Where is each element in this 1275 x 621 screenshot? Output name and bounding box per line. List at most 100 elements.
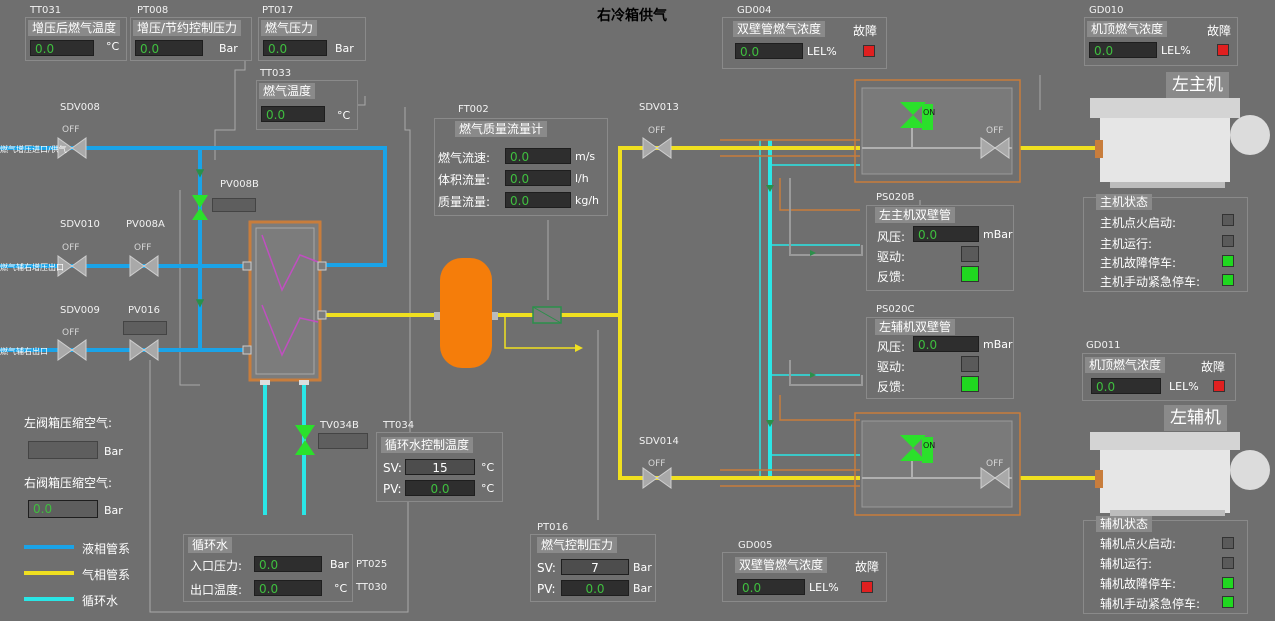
legend-water-label: 循环水 xyxy=(82,594,119,608)
ps020b-drive-indicator[interactable] xyxy=(961,246,979,262)
right-valvebox-air-label: 右阀箱压缩空气: xyxy=(24,476,113,490)
gd005-fault-label: 故障 xyxy=(855,560,880,574)
flow-markers xyxy=(766,185,816,427)
tag-pt017: PT017 xyxy=(262,5,294,16)
legend-liquid-swatch xyxy=(24,545,74,549)
tag-ps020b: PS020B xyxy=(876,192,915,203)
gd010-panel: 机顶燃气浓度 故障 0.0 LEL% xyxy=(1084,17,1238,66)
aux-control-valve-state[interactable]: ON xyxy=(923,441,936,450)
ft002-row-unit: m/s xyxy=(575,150,596,163)
pt017-unit: Bar xyxy=(335,42,354,55)
gd004-value[interactable]: 0.0 xyxy=(735,43,803,59)
right-valvebox-air-value[interactable]: 0.0 xyxy=(28,500,98,518)
ps020c-pressure-value[interactable]: 0.0 xyxy=(913,336,979,352)
pt016-unit: Bar xyxy=(633,582,652,595)
water-inlet-unit: Bar xyxy=(330,558,349,571)
tt031-value[interactable]: 0.0 xyxy=(30,40,94,56)
aux-status-header: 辅机状态 xyxy=(1096,516,1153,532)
water-outlet-temperature[interactable]: 0.0 xyxy=(254,580,322,596)
water-inlet-pressure[interactable]: 0.0 xyxy=(254,556,322,572)
main-status-item: 主机故障停车: xyxy=(1100,256,1177,270)
legend-liquid-label: 液相管系 xyxy=(82,542,131,556)
ps020b-feedback-indicator xyxy=(961,266,979,282)
water-inlet-label: 入口压力: xyxy=(190,559,243,573)
gd005-fault-indicator xyxy=(861,581,873,593)
gd011-unit: LEL% xyxy=(1169,380,1199,393)
tt034-setpoint-input[interactable]: 15 xyxy=(405,459,475,475)
aux-status-item: 辅机手动紧急停车: xyxy=(1100,597,1201,611)
gd005-unit: LEL% xyxy=(809,581,839,594)
left-valvebox-air-value[interactable] xyxy=(28,441,98,459)
main-emergency-stop-indicator xyxy=(1222,274,1234,286)
tag-sdv010: SDV010 xyxy=(60,219,100,230)
sdv013-state[interactable]: OFF xyxy=(648,126,666,136)
gd004-header: 双壁管燃气浓度 xyxy=(733,21,826,37)
gd010-value[interactable]: 0.0 xyxy=(1089,42,1157,58)
main-ignition-indicator xyxy=(1222,214,1234,226)
gd011-fault-indicator xyxy=(1213,380,1225,392)
ps020c-pressure-label: 风压: xyxy=(877,340,906,354)
ps020c-drive-label: 驱动: xyxy=(877,360,906,374)
aux-status-item: 辅机运行: xyxy=(1100,557,1153,571)
tag-tt031: TT031 xyxy=(30,5,62,16)
tv034b-output[interactable] xyxy=(318,433,368,449)
gd010-fault-label: 故障 xyxy=(1207,24,1232,38)
ps020c-feedback-label: 反馈: xyxy=(877,380,906,394)
pt008-unit: Bar xyxy=(219,42,238,55)
gd011-header: 机顶燃气浓度 xyxy=(1085,357,1166,373)
tt033-value[interactable]: 0.0 xyxy=(261,106,325,122)
sdv009-state[interactable]: OFF xyxy=(62,328,80,338)
tt031-unit: °C xyxy=(106,40,120,53)
flow-arrows-liquid xyxy=(195,169,205,308)
tt034-process-value[interactable]: 0.0 xyxy=(405,480,475,496)
ps020c-drive-indicator[interactable] xyxy=(961,356,979,372)
sdv008-state[interactable]: OFF xyxy=(62,125,80,135)
water-branches xyxy=(759,140,860,480)
ft002-header: 燃气质量流量计 xyxy=(455,121,548,137)
main-unit-valve-state[interactable]: OFF xyxy=(986,126,1004,136)
main-control-valve-state[interactable]: ON xyxy=(923,108,936,117)
pt008-value[interactable]: 0.0 xyxy=(135,40,203,56)
pv016-output[interactable] xyxy=(123,321,167,335)
ft002-velocity[interactable]: 0.0 xyxy=(505,148,571,164)
tag-tt030: TT030 xyxy=(356,582,388,593)
ps020b-pressure-label: 风压: xyxy=(877,230,906,244)
tag-ft002: FT002 xyxy=(458,104,489,115)
water-outlet-unit: °C xyxy=(334,582,348,595)
main-status-item: 主机点火启动: xyxy=(1100,216,1177,230)
pt017-value[interactable]: 0.0 xyxy=(263,40,327,56)
ft002-volume-flow[interactable]: 0.0 xyxy=(505,170,571,186)
ps020b-feedback-label: 反馈: xyxy=(877,270,906,284)
pt016-process-value[interactable]: 0.0 xyxy=(561,580,629,596)
ft002-row-label: 燃气流速: xyxy=(438,151,491,165)
pt016-pv-label: PV: xyxy=(537,582,556,596)
tt034-panel: 循环水控制温度 SV: 15 °C PV: 0.0 °C xyxy=(376,432,503,502)
ps020b-pressure-value[interactable]: 0.0 xyxy=(913,226,979,242)
gd011-value[interactable]: 0.0 xyxy=(1091,378,1161,394)
legend-water-swatch xyxy=(24,597,74,601)
main-fault-stop-indicator xyxy=(1222,255,1234,267)
pt008-panel: 增压/节约控制压力 0.0 Bar xyxy=(130,17,252,61)
tag-pt025: PT025 xyxy=(356,559,388,570)
gd004-unit: LEL% xyxy=(807,45,837,58)
aux-ignition-indicator xyxy=(1222,537,1234,549)
pt017-header: 燃气压力 xyxy=(261,20,318,36)
pt008-header: 增压/节约控制压力 xyxy=(133,20,242,36)
aux-unit-valve-state[interactable]: OFF xyxy=(986,459,1004,469)
tag-tv034b: TV034B xyxy=(320,420,359,431)
tt034-pv-label: PV: xyxy=(383,482,402,496)
ft002-mass-flow[interactable]: 0.0 xyxy=(505,192,571,208)
pv008b-output[interactable] xyxy=(212,198,256,212)
pv008a-state[interactable]: OFF xyxy=(134,243,152,253)
sdv014-state[interactable]: OFF xyxy=(648,459,666,469)
pt016-setpoint-input[interactable]: 7 xyxy=(561,559,629,575)
tag-tt033: TT033 xyxy=(260,68,292,79)
gd005-header: 双壁管燃气浓度 xyxy=(735,557,828,573)
vent-lines xyxy=(789,178,863,386)
sdv010-state[interactable]: OFF xyxy=(62,243,80,253)
main-engine xyxy=(1090,98,1270,188)
ps020c-panel: 左辅机双壁管 风压: 0.0 mBar 驱动: 反馈: xyxy=(866,317,1014,399)
main-status-header: 主机状态 xyxy=(1096,194,1153,210)
ft002-row-label: 体积流量: xyxy=(438,173,491,187)
gd005-value[interactable]: 0.0 xyxy=(737,579,805,595)
